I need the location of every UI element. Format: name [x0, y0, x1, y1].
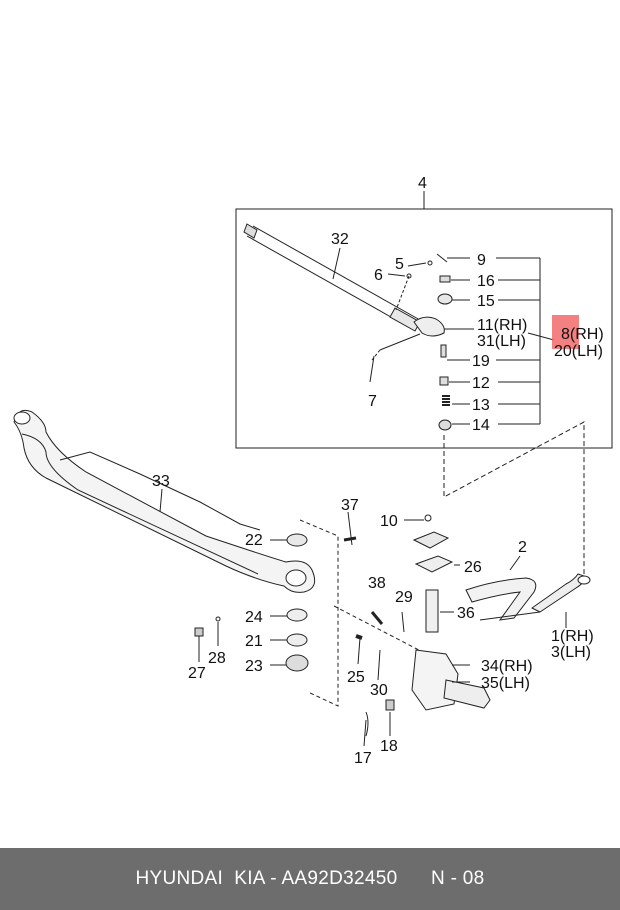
footer-brand-part-number: HYUNDAI KIA - AA92D32450 [135, 868, 398, 889]
footer-bar: HYUNDAI KIA - AA92D32450 N - 08 [0, 848, 620, 910]
highlight-marker [552, 315, 579, 349]
callout-3-lh: 3(LH) [551, 644, 591, 661]
callout-36: 36 [457, 605, 475, 622]
callout-28: 28 [208, 650, 226, 667]
callout-5: 5 [395, 256, 404, 273]
axle-beam [13, 409, 316, 593]
knuckle [355, 514, 537, 747]
callout-12: 12 [472, 375, 490, 392]
callout-37: 37 [341, 497, 359, 514]
callout-34-rh: 34(RH) [481, 658, 533, 675]
callout-11-rh: 11(RH) [477, 317, 527, 334]
callout-6: 6 [374, 267, 383, 284]
callout-23: 23 [245, 658, 263, 675]
callout-9: 9 [477, 252, 486, 269]
callout-24: 24 [245, 609, 263, 626]
parts-column [369, 253, 470, 431]
callout-19: 19 [472, 353, 490, 370]
callout-4: 4 [418, 175, 427, 192]
callout-16: 16 [477, 273, 495, 290]
tie-rod-tube [243, 223, 421, 332]
callout-35-lh: 35(LH) [481, 675, 530, 692]
callout-20-lh: 20(LH) [554, 343, 603, 360]
callout-17: 17 [354, 750, 372, 767]
bracket-lines [496, 257, 555, 425]
callout-1-rh: 1(RH) [551, 628, 594, 645]
callout-2: 2 [518, 539, 527, 556]
callout-21: 21 [245, 633, 263, 650]
callout-15: 15 [477, 293, 495, 310]
callout-25: 25 [347, 669, 365, 686]
footer-page-code: N - 08 [430, 868, 485, 889]
dashed-connector [443, 421, 585, 582]
callout-22: 22 [245, 532, 263, 549]
callout-14: 14 [472, 417, 490, 434]
callout-13: 13 [472, 397, 490, 414]
leader-lines [452, 555, 521, 683]
callout-32: 32 [331, 231, 349, 248]
outer-tie-rod-end [479, 573, 591, 628]
front-axle-diagram: 4 32 5 6 9 16 15 11(RH) 31(LH) 8(RH) 20(… [13, 175, 613, 767]
callout-26: 26 [464, 559, 482, 576]
callout-10: 10 [380, 513, 398, 530]
callout-33: 33 [152, 473, 170, 490]
callout-18: 18 [380, 738, 398, 755]
callout-38: 38 [368, 575, 386, 592]
callout-7: 7 [368, 393, 377, 410]
small-fasteners [194, 511, 357, 662]
washers [270, 533, 309, 672]
callout-27: 27 [188, 665, 206, 682]
kingpin-guide [299, 519, 339, 707]
tie-rod-end [371, 316, 474, 361]
callout-31-lh: 31(LH) [477, 333, 526, 350]
callout-8-rh: 8(RH) [561, 326, 604, 343]
callout-30: 30 [370, 682, 388, 699]
callout-29: 29 [395, 589, 413, 606]
